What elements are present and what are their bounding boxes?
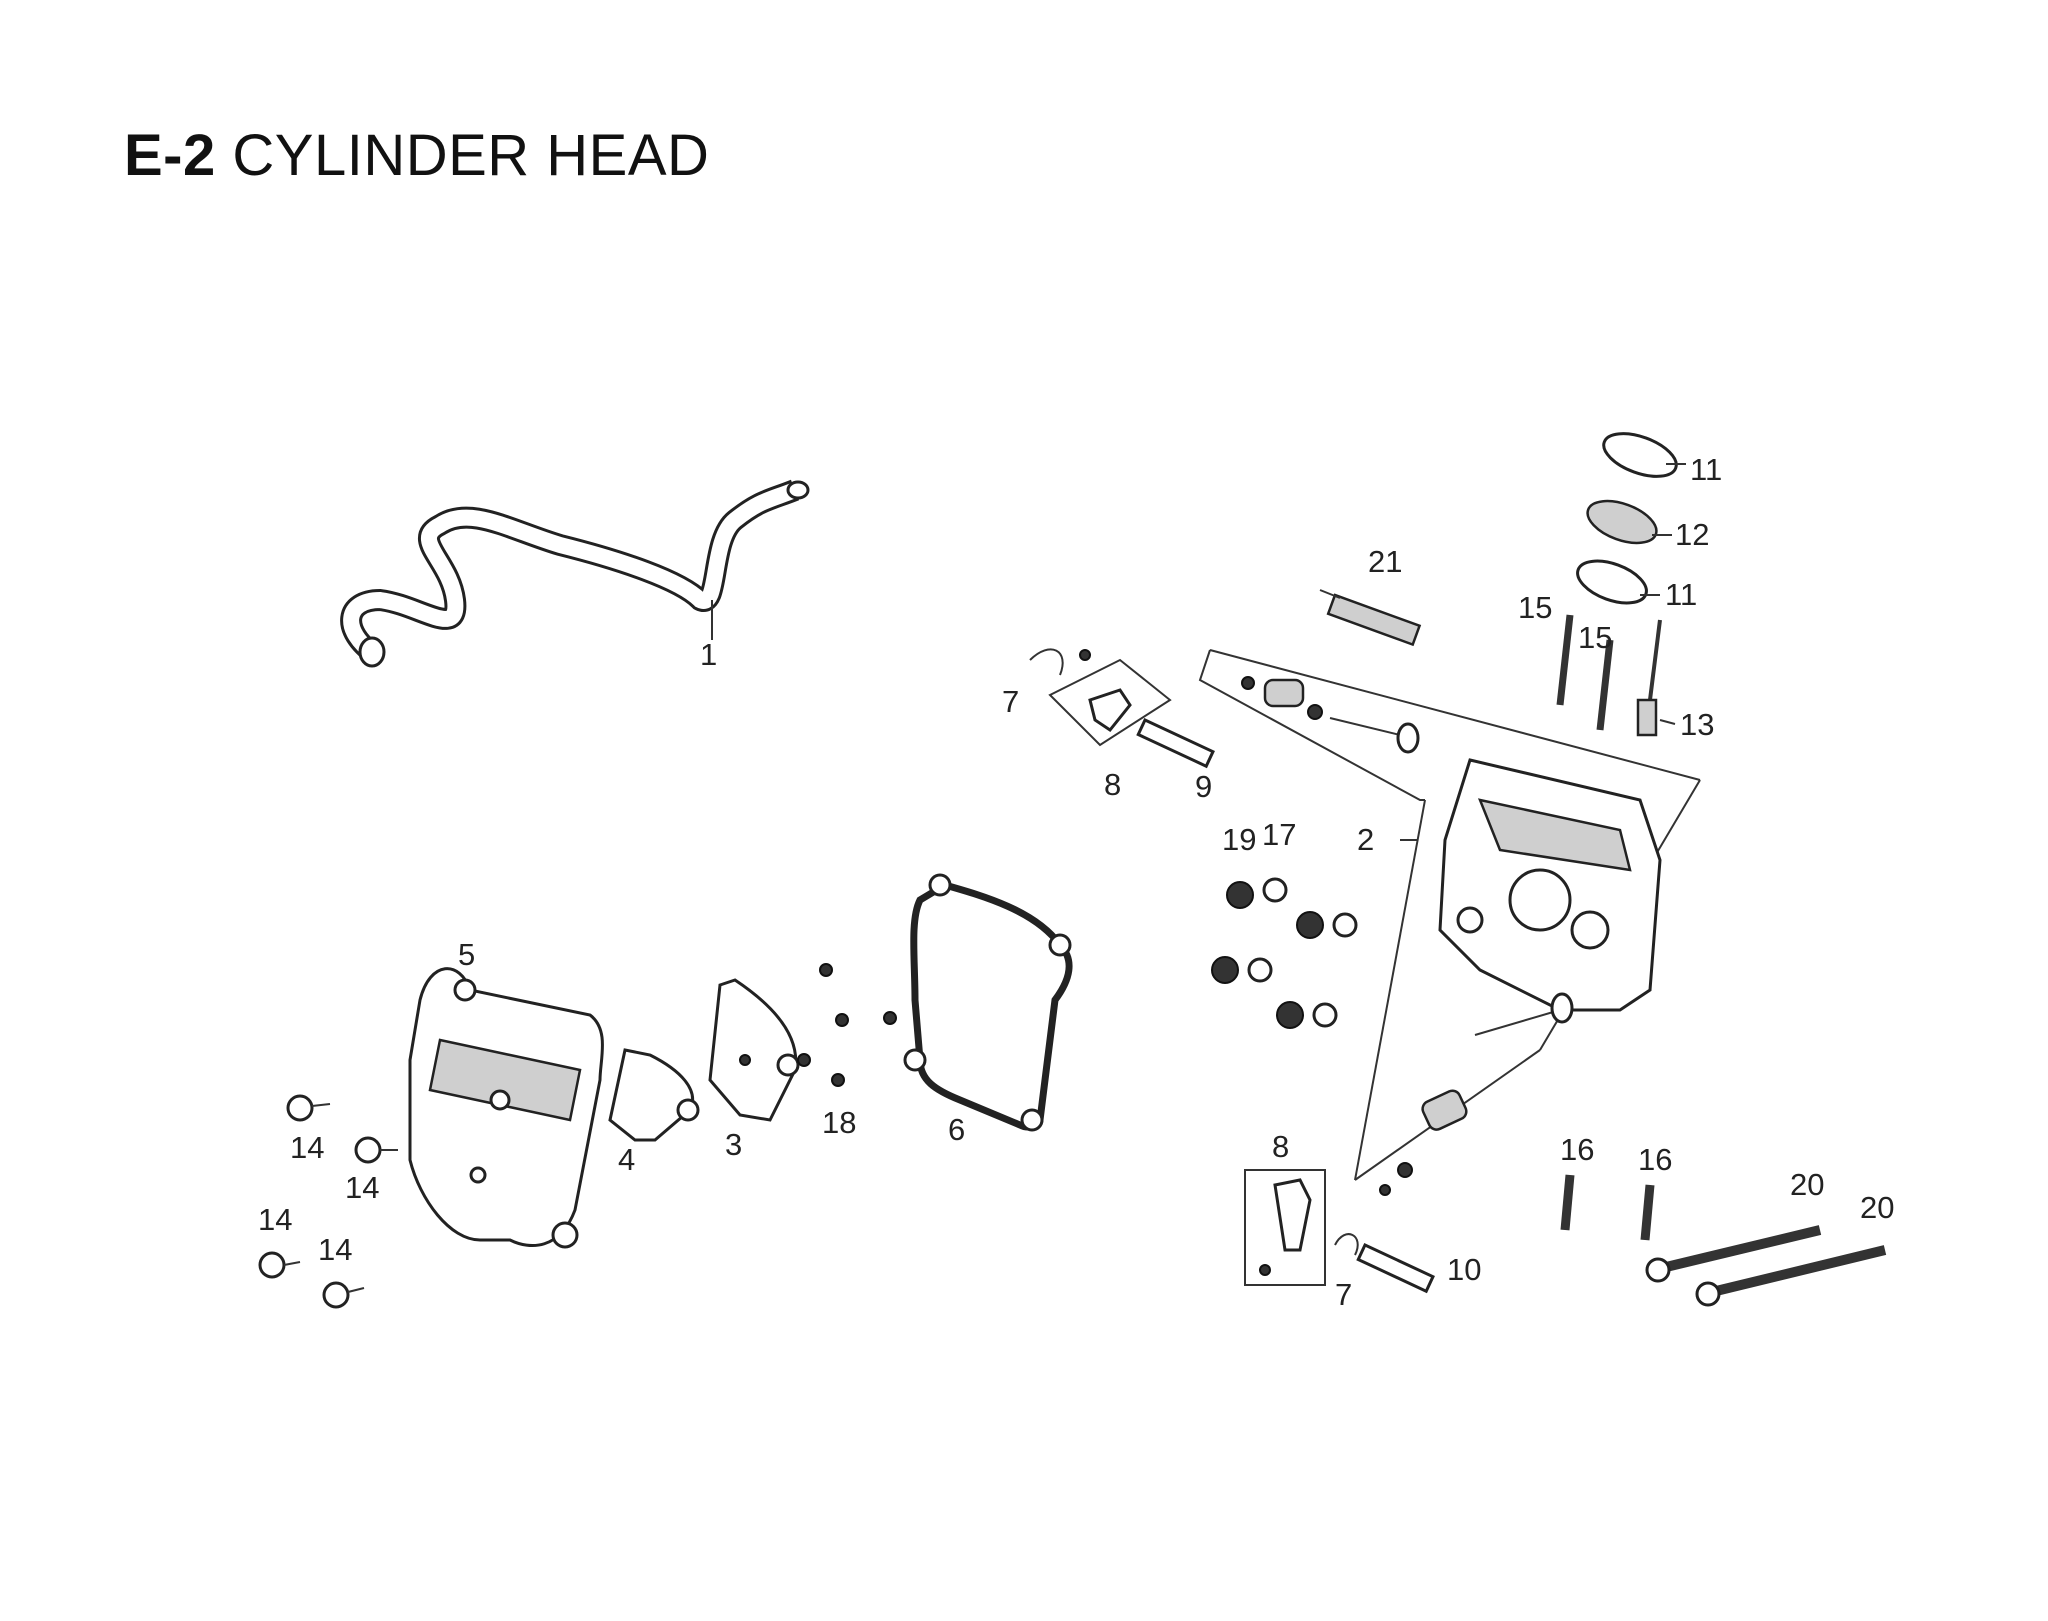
- callout-14a: 14: [290, 1130, 324, 1165]
- callout-10: 10: [1447, 1252, 1481, 1287]
- callout-17: 17: [1262, 817, 1296, 852]
- callout-11a: 11: [1690, 452, 1722, 487]
- flange-bolts: [258, 1094, 398, 1309]
- callout-12: 12: [1675, 517, 1709, 552]
- callout-21: 21: [1368, 544, 1402, 579]
- callout-5: 5: [458, 937, 475, 972]
- callout-14c: 14: [258, 1202, 292, 1237]
- callout-20a: 20: [1790, 1167, 1824, 1202]
- callout-8b: 8: [1272, 1129, 1289, 1164]
- rocker-arm-upper: [1029, 648, 1172, 747]
- callout-16b: 16: [1638, 1142, 1672, 1177]
- rocker-shaft-lower: [1334, 1233, 1435, 1294]
- nuts-and-washers: [1211, 877, 1358, 1029]
- callout-18: 18: [822, 1105, 856, 1140]
- callout-2: 2: [1357, 822, 1374, 857]
- callout-13: 13: [1680, 707, 1714, 742]
- temperature-sensor: [1636, 619, 1662, 737]
- small-bolts: [797, 963, 897, 1087]
- callout-7a: 7: [1002, 684, 1019, 719]
- callout-9: 9: [1195, 769, 1212, 804]
- cylinder-head-cover: [408, 967, 604, 1249]
- section-name: CYLINDER HEAD: [232, 123, 710, 188]
- short-studs: [1560, 1174, 1655, 1241]
- callout-1: 1: [700, 637, 717, 672]
- callout-20b: 20: [1860, 1190, 1894, 1225]
- rocker-arm-lower: [1244, 1169, 1326, 1286]
- cylinder-head: [1198, 649, 1701, 1181]
- callout-14d: 14: [318, 1232, 352, 1267]
- callout-14b: 14: [345, 1170, 379, 1205]
- section-code: E-2: [124, 123, 216, 188]
- exhaust-studs: [1556, 614, 1614, 731]
- exhaust-gaskets: [1576, 432, 1678, 605]
- callout-labels: 1 2 3 4 5 6 7 7 8 8 9 10 11 11 12 13 14 …: [258, 452, 1894, 1312]
- leader-lines: [1400, 463, 1686, 841]
- callout-3: 3: [725, 1127, 742, 1162]
- callout-7b: 7: [1335, 1277, 1352, 1312]
- separator-plate: [708, 978, 800, 1122]
- callout-8a: 8: [1104, 767, 1121, 802]
- callout-19: 19: [1222, 822, 1256, 857]
- valve-assembly-lower: [1379, 992, 1574, 1196]
- callout-11b: 11: [1665, 577, 1697, 612]
- breather-hose: [340, 479, 810, 668]
- callout-6: 6: [948, 1112, 965, 1147]
- cover-gasket-plate: [608, 1048, 700, 1142]
- page-title: E-2 CYLINDER HEAD: [124, 122, 709, 189]
- rocker-shaft-upper: [1136, 718, 1215, 769]
- callout-16a: 16: [1560, 1132, 1594, 1167]
- callout-15a: 15: [1518, 590, 1552, 625]
- callout-4: 4: [618, 1142, 635, 1177]
- head-cover-gasket: [903, 873, 1073, 1132]
- long-bolts: [1645, 1225, 1887, 1307]
- callout-15b: 15: [1578, 620, 1612, 655]
- spark-plug: [1319, 589, 1422, 647]
- valve-assembly-upper: [1241, 676, 1420, 754]
